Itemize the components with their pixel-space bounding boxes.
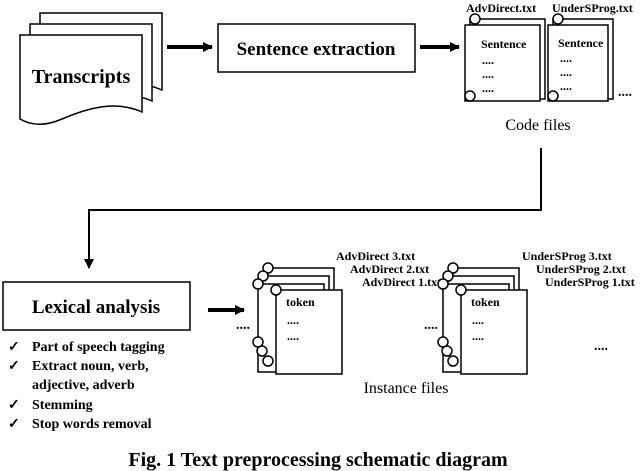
- code-file-doc-label-1: Sentence: [481, 37, 527, 51]
- connector-code-files-to-lexical: [84, 148, 542, 269]
- instance-scroll-stack-a: [252, 262, 343, 375]
- figure-caption: Fig. 1 Text preprocessing schematic diag…: [128, 449, 508, 471]
- checkmark-icon: ✓: [8, 359, 20, 374]
- code-file-name-2: UnderSProg.txt: [552, 1, 633, 15]
- instance-b-more-left: ....: [424, 318, 438, 333]
- instance-b-doc-lines-2: ....: [472, 329, 484, 343]
- instance-a-doc-label: token: [286, 295, 315, 309]
- instance-b-file-3: UnderSProg 3.txt: [522, 249, 612, 263]
- instance-b-doc-label: token: [471, 295, 500, 309]
- instance-a-file-2: AdvDirect 2.txt: [350, 262, 429, 276]
- code-file-doc-lines-1a: ....: [482, 53, 494, 67]
- instance-scroll-stack-b: [437, 262, 528, 375]
- step-stop-words: Stop words removal: [32, 417, 152, 432]
- sentence-extraction-label: Sentence extraction: [237, 39, 396, 60]
- code-file-scroll-2: [547, 13, 614, 102]
- code-file-scroll-1: [464, 13, 546, 102]
- code-files-caption: Code files: [505, 117, 570, 134]
- transcripts-label: Transcripts: [32, 66, 131, 88]
- checkmark-icon: ✓: [8, 340, 20, 355]
- code-file-doc-lines-1b: ....: [482, 67, 494, 81]
- step-part-of-speech: Part of speech tagging: [32, 340, 165, 355]
- instance-b-more-right: ....: [594, 339, 608, 354]
- checkmark-icon: ✓: [8, 417, 20, 432]
- instance-a-doc-lines-1: ....: [287, 313, 299, 327]
- code-file-doc-lines-2b: ....: [560, 65, 572, 79]
- instance-a-doc-lines-2: ....: [287, 329, 299, 343]
- lexical-analysis-label: Lexical analysis: [32, 297, 160, 318]
- code-files-more: ....: [618, 85, 632, 100]
- sentence-extraction-box: [217, 23, 416, 73]
- step-stemming: Stemming: [32, 398, 93, 413]
- lexical-analysis-box: [2, 281, 191, 331]
- code-file-doc-label-2: Sentence: [558, 36, 604, 50]
- code-file-doc-lines-1c: ....: [482, 81, 494, 95]
- instance-b-doc-lines-1: ....: [472, 313, 484, 327]
- step-extract-line-1: Extract noun, verb,: [32, 359, 149, 374]
- instance-b-file-1: UnderSProg 1.txt: [545, 275, 635, 289]
- step-extract-line-2: adjective, adverb: [32, 378, 135, 393]
- instance-a-file-1: AdvDirect 1.txt: [362, 275, 441, 289]
- code-file-doc-lines-2c: ....: [560, 79, 572, 93]
- instance-a-more: ....: [236, 318, 250, 333]
- instance-files-caption: Instance files: [364, 380, 449, 397]
- checkmark-icon: ✓: [8, 398, 20, 413]
- instance-a-file-3: AdvDirect 3.txt: [336, 249, 415, 263]
- code-file-doc-lines-2a: ....: [560, 51, 572, 65]
- instance-b-file-2: UnderSProg 2.txt: [536, 262, 626, 276]
- code-file-name-1: AdvDirect.txt: [466, 1, 536, 15]
- transcripts-document-stack: [19, 12, 163, 125]
